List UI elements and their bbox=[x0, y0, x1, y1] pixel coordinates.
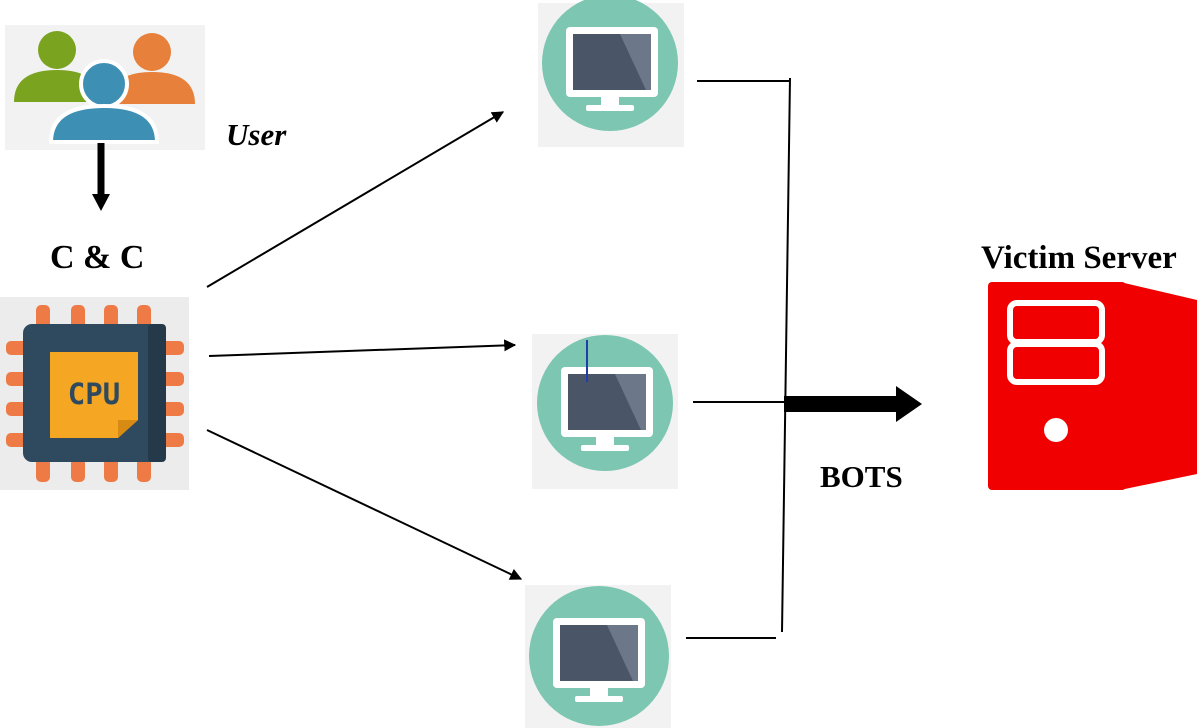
bot-connector-lines bbox=[686, 77, 791, 639]
cnc-to-bot-3-arrow bbox=[206, 429, 523, 580]
cpu-text: CPU bbox=[68, 377, 120, 411]
users-group-icon bbox=[5, 25, 205, 150]
cnc-to-bot-1-arrow bbox=[206, 111, 505, 288]
server-tower-icon bbox=[988, 282, 1197, 490]
cpu-chip-icon: CPU bbox=[0, 297, 189, 490]
cnc-to-bot-2-arrow bbox=[208, 339, 517, 357]
bot-3-monitor-icon bbox=[525, 585, 671, 728]
bots-label: BOTS bbox=[820, 459, 903, 494]
user-label: User bbox=[226, 117, 287, 152]
command-control-label: C & C bbox=[50, 239, 145, 276]
bot-1-monitor-icon bbox=[538, 0, 684, 147]
bot-2-monitor-icon bbox=[532, 334, 678, 489]
bots-to-victim-arrow bbox=[784, 386, 922, 422]
user-to-cnc-arrow bbox=[92, 143, 110, 211]
victim-server-label: Victim Server bbox=[981, 240, 1177, 276]
